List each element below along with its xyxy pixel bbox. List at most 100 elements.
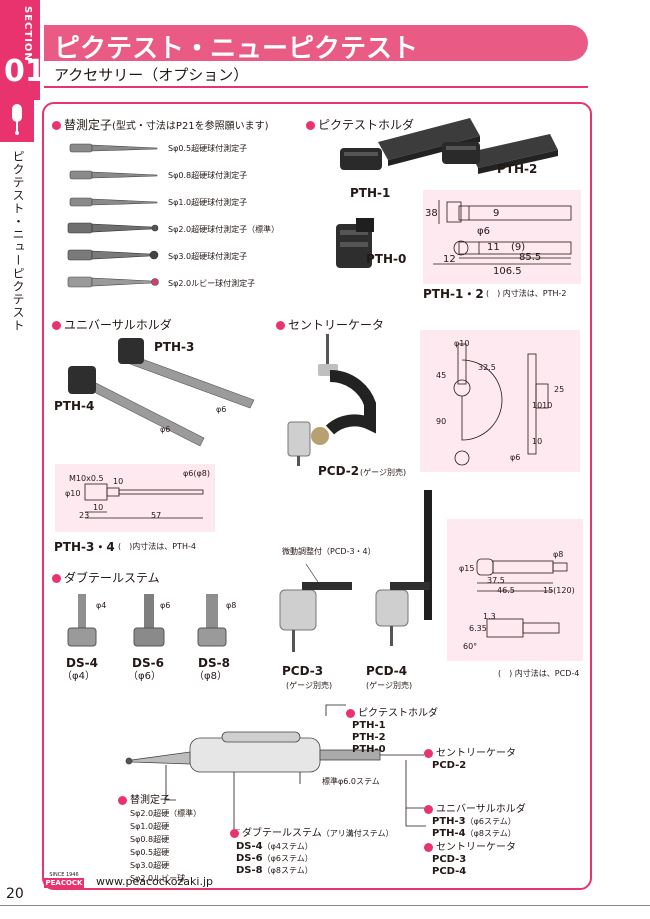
ds6-dia: φ6 <box>160 601 171 610</box>
probe-label-3: Sφ1.0超硬球付測定子 <box>168 198 248 207</box>
bullet-icon <box>346 708 355 718</box>
pth3-label: PTH-3 <box>154 340 195 354</box>
sys-dove-note: （アリ溝付ステム） <box>321 829 394 838</box>
bullet-icon <box>52 574 61 583</box>
peacock-logo: SINCE 1946 PEACOCK <box>44 872 84 890</box>
sys-holder-title: ピクテストホルダ <box>346 708 438 720</box>
dim-phi10: φ10 <box>65 489 81 498</box>
ds8-paren: （φ8） <box>194 671 227 682</box>
dim-phi15: φ15 <box>459 564 475 573</box>
sys-centre1-title: セントリーケータ <box>424 748 516 760</box>
dim-85: 85.5 <box>519 252 542 263</box>
holder-drawing <box>433 200 572 265</box>
universal-drawing <box>84 483 204 519</box>
pth4-photo <box>68 366 205 447</box>
probe-3 <box>69 197 158 207</box>
footer-url[interactable]: www.peacockozaki.jp <box>96 875 213 888</box>
ds6-label: DS-6 <box>132 656 164 670</box>
universal-caption: PTH-3・4 <box>54 540 115 554</box>
centre-drawing-top-box: φ10 32.5 45 90 25 1010 φ6 10 <box>420 330 580 472</box>
sys-probe-5: Sφ3.0超硬 <box>130 861 170 870</box>
sys-centre2-title-text: セントリーケータ <box>436 842 516 853</box>
dim-phi6-top: φ6 <box>510 453 521 462</box>
sys-dove-row-2: DS-6（φ6ステム） <box>236 853 313 865</box>
bullet-icon <box>52 321 61 330</box>
page-number: 20 <box>6 886 24 902</box>
bullet-icon <box>230 828 239 838</box>
sys-uni-desc-1: （φ6ステム） <box>465 817 516 826</box>
dim-37-5: 37.5 <box>487 576 505 585</box>
ds6-paren: （φ6） <box>128 671 161 682</box>
pcd2-photo <box>287 334 376 466</box>
sys-probe-4: Sφ0.5超硬 <box>130 848 170 857</box>
sys-uni-row-2: PTH-4（φ8ステム） <box>432 828 516 840</box>
pcd3-photo <box>279 563 352 652</box>
universal-photos <box>68 338 255 447</box>
pcd2-label: PCD-2 <box>318 464 360 478</box>
sys-centre2-model-2: PCD-4 <box>432 866 467 877</box>
dim-10-top: 10 <box>532 437 543 446</box>
sys-uni-title: ユニバーサルホルダ <box>424 804 526 816</box>
probe-label-2: Sφ0.8超硬球付測定子 <box>168 171 248 180</box>
universal-heading-text: ユニバーサルホルダ <box>64 318 172 332</box>
bullet-icon <box>118 795 127 805</box>
sys-centre2-model-1: PCD-3 <box>432 854 467 865</box>
ds4-label: DS-4 <box>66 656 98 670</box>
bullet-icon <box>424 804 433 814</box>
centre-drawing-bottom-box: φ15 37.5 46.5 15(120) φ8 1.3 6.35 60° <box>447 519 583 661</box>
probe-label-6: Sφ2.0ルビー球付測定子 <box>168 279 256 288</box>
section-word: SECTION <box>22 6 33 62</box>
probe-label-5: Sφ3.0超硬球付測定子 <box>168 252 248 261</box>
sys-dove-title-text: ダブテールステム <box>242 828 322 839</box>
bullet-icon <box>306 121 315 130</box>
centre-drawing-bottom <box>476 558 568 638</box>
universal-drawing-box: M10x0.5 10 φ6(φ8) φ10 10 23 57 <box>55 464 215 532</box>
probe-5 <box>67 249 159 261</box>
dim-9: 9 <box>493 208 500 219</box>
dim-phi6-8: φ6(φ8) <box>183 469 210 478</box>
sys-probe-3: Sφ0.8超硬 <box>130 835 170 844</box>
pth3-photo <box>118 338 255 409</box>
centre-heading-text: セントリーケータ <box>288 318 385 332</box>
probe-4 <box>67 222 159 234</box>
universal-note: ( )内寸法は、PTH-4 <box>118 542 196 551</box>
pth0-photo <box>336 218 374 268</box>
sys-uni-desc-2: （φ8ステム） <box>465 829 516 838</box>
holder-caption: PTH-1・2 <box>423 287 484 301</box>
bullet-icon <box>424 748 433 758</box>
probe-drawings <box>67 143 159 288</box>
page-title: ピクテスト・ニューピクテスト <box>54 34 419 64</box>
dim-45: 45 <box>436 371 447 380</box>
sys-holder-model-1: PTH-1 <box>352 720 386 731</box>
pcd2-note: (ゲージ別売) <box>360 468 407 477</box>
dovetail-heading-text: ダブテールステム <box>64 571 160 585</box>
sys-dove-title: ダブテールステム（アリ溝付ステム） <box>230 828 393 840</box>
probes-heading: 替測定子(型式・寸法はP21を参照願います) <box>52 116 269 133</box>
pcd4-gauge-note: (ゲージ別売) <box>366 681 413 690</box>
indicator-icon <box>12 104 22 135</box>
side-label: ピクテスト・ニューピクテスト <box>11 150 25 332</box>
dim-23: 23 <box>79 511 90 520</box>
sys-dove-model-3: DS-8 <box>236 865 263 876</box>
sys-holder-title-text: ピクテストホルダ <box>358 708 438 719</box>
dovetail-heading: ダブテールステム <box>52 569 160 586</box>
sys-centre2-title: セントリーケータ <box>424 842 516 854</box>
pcd3-label: PCD-3 <box>282 664 324 678</box>
page-subtitle: アクセサリー（オプション） <box>54 66 249 84</box>
dim-32-5: 32.5 <box>478 363 496 372</box>
dim-12: 12 <box>443 254 456 265</box>
pth4-label: PTH-4 <box>54 399 95 413</box>
sys-dove-desc-2: （φ6ステム） <box>262 854 313 863</box>
section-number: 01 <box>4 54 46 89</box>
sys-dove-desc-1: （φ4ステム） <box>262 842 313 851</box>
sys-centre1-title-text: セントリーケータ <box>436 748 516 759</box>
dim-15-120: 15(120) <box>543 586 575 595</box>
sys-uni-title-text: ユニバーサルホルダ <box>436 804 526 815</box>
title-bar <box>44 25 588 61</box>
dim-1010: 1010 <box>532 401 553 410</box>
sys-probe-title: 替測定子 <box>118 795 170 807</box>
ds4-dia: φ4 <box>96 601 107 610</box>
pcd4-label: PCD-4 <box>366 664 408 678</box>
holder-heading-text: ピクテストホルダ <box>318 118 415 132</box>
dim-9b: (9) <box>511 242 526 253</box>
